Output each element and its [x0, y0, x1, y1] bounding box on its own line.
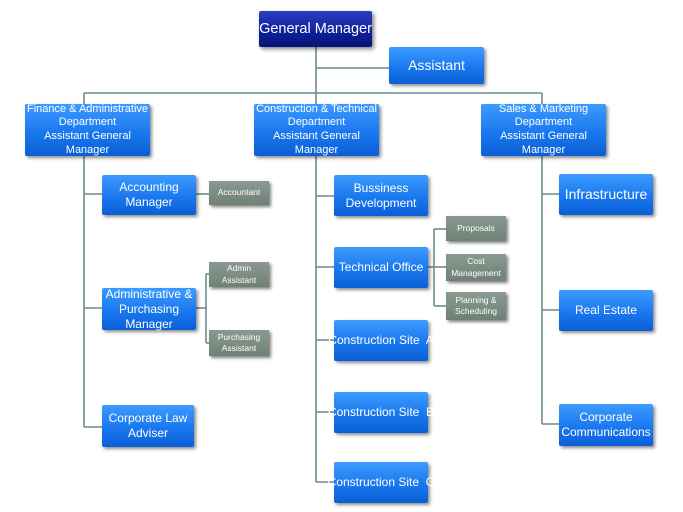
real-estate-box: Real Estate	[559, 290, 653, 331]
sales-department-line-1: Sales & Marketing	[498, 102, 589, 115]
administrative-purchasing-line-1: Administrative &	[105, 286, 193, 301]
admin-assistant-box: Admin Assistant	[209, 262, 269, 287]
purchasing-assistant-line-1: Purchasing	[217, 331, 261, 342]
planning-scheduling-box: Planning & Scheduling	[446, 292, 506, 320]
administrative-purchasing-line-2: Purchasing Manager	[118, 301, 180, 331]
business-development-line-1: Bussiness	[353, 180, 409, 195]
planning-scheduling-line-1: Planning &	[455, 294, 497, 305]
planning-scheduling-line-2: Scheduling	[454, 306, 498, 316]
construction-site-c-box: Construction Site C	[328, 462, 434, 503]
infrastructure-label: Infrastructure	[564, 185, 648, 202]
finance-department-line-2: Department	[58, 116, 117, 129]
purchasing-assistant-line-2: Assistant	[221, 343, 257, 353]
cost-management-line-2: Management	[451, 267, 501, 278]
sales-department-line-3: Assistant General Manager	[500, 130, 587, 156]
construction-department-box: Construction & Technical Department Assi…	[254, 102, 379, 156]
assistant-label: Assistant	[408, 56, 465, 73]
real-estate-label: Real Estate	[574, 303, 638, 317]
accounting-manager-label: Accounting Manager	[119, 180, 179, 209]
accountant-box: Accountant	[209, 181, 269, 205]
proposals-label: Proposals	[457, 222, 495, 233]
technical-office-label: Technical Office	[338, 260, 424, 274]
construction-site-a-box: Construction Site A	[328, 320, 434, 361]
purchasing-assistant-box: Purchasing Assistant	[209, 330, 269, 356]
corporate-law-line-2: Adviser	[127, 426, 168, 440]
business-development-box: Bussiness Development	[334, 175, 428, 216]
business-development-line-2: Development	[345, 195, 417, 210]
construction-site-c-label: Construction Site C	[327, 475, 435, 489]
finance-department-box: Finance & Administrative Department Assi…	[25, 102, 150, 156]
cost-management-box: Cost Management	[446, 254, 506, 281]
corporate-law-adviser-box: Corporate Law Adviser	[102, 405, 194, 447]
finance-department-line-3: Assistant General Manager	[44, 130, 131, 156]
proposals-box: Proposals	[446, 216, 506, 241]
construction-department-line-3: Assistant General Manager	[273, 130, 360, 156]
construction-site-a-label: Construction Site A	[328, 333, 434, 347]
construction-department-line-1: Construction & Technical	[256, 102, 377, 115]
corporate-communications-line-2: Communications	[561, 425, 651, 439]
construction-site-b-label: Construction Site B	[327, 405, 435, 419]
construction-department-line-2: Department	[287, 116, 346, 129]
accountant-label: Accountant	[217, 187, 261, 198]
general-manager-box: General Manager	[259, 11, 372, 47]
corporate-communications-line-1: Corporate	[579, 410, 633, 424]
finance-department-line-1: Finance & Administrative	[26, 102, 149, 115]
sales-department-box: Sales & Marketing Department Assistant G…	[481, 102, 606, 156]
sales-department-line-2: Department	[514, 116, 573, 129]
infrastructure-box: Infrastructure	[559, 174, 653, 215]
construction-site-b-box: Construction Site B	[328, 392, 434, 433]
general-manager-label: General Manager	[259, 20, 372, 37]
administrative-purchasing-manager-box: Administrative & Purchasing Manager	[102, 286, 196, 331]
corporate-law-line-1: Corporate Law	[108, 411, 188, 425]
technical-office-box: Technical Office	[334, 247, 428, 288]
corporate-communications-box: Corporate Communications	[559, 404, 653, 446]
assistant-box: Assistant	[389, 47, 484, 84]
admin-assistant-label: Admin Assistant	[221, 263, 257, 285]
accounting-manager-box: Accounting Manager	[102, 175, 196, 215]
cost-management-line-1: Cost	[467, 256, 485, 267]
